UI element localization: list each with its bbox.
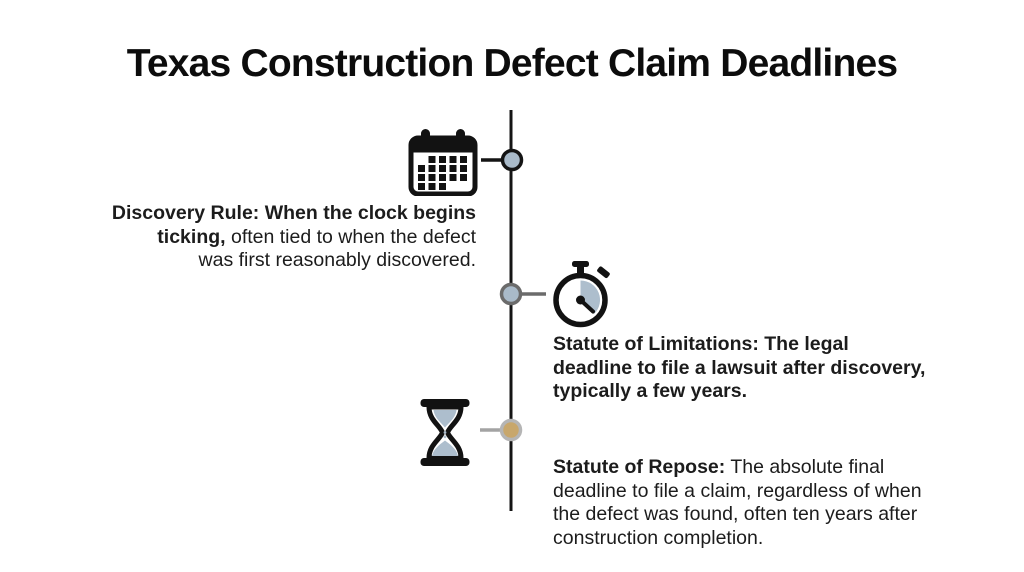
text-regular-segment: was first reasonably discovered. [198,249,476,271]
text-bold-segment: typically a few years. [553,380,748,402]
text-bold-segment: ticking, [157,225,226,248]
text-bold-segment: Statute of Limitations: The legal [553,333,849,355]
timeline-node-discovery-rule [500,148,524,172]
text-line: Statute of Repose: The absolute final [553,456,983,480]
timeline-item-text-statute-of-limitations: Statute of Limitations: The legal deadli… [553,333,973,404]
text-bold-segment: Discovery Rule: When the clock begins [111,202,476,224]
stopwatch-elapsed-sector [580,280,601,314]
timeline-node-statute-of-repose [499,418,523,442]
text-regular-segment: The absolute final [725,456,885,478]
page-title: Texas Construction Defect Claim Deadline… [126,42,898,85]
text-bold-segment: Statute of Repose: [553,456,726,478]
hourglass-sand-bottom [432,440,458,456]
calendar-grid [418,156,467,190]
text-regular-segment: construction completion. [553,526,764,549]
text-line: deadline to file a claim, regardless of … [553,480,983,504]
hourglass-sand-top [433,410,457,428]
text-line: typically a few years. [553,380,973,404]
text-line: deadline to file a lawsuit after discove… [553,357,973,381]
text-regular-segment: the defect was found, often ten years af… [553,503,918,525]
timeline-node-statute-of-limitations [499,282,523,306]
text-regular-segment: often tied to when the defect [225,225,476,248]
text-line: Statute of Limitations: The legal [553,333,973,357]
text-line: ticking, often tied to when the defect [96,226,476,250]
text-line: construction completion. [553,527,983,551]
text-line: the defect was found, often ten years af… [553,503,983,527]
text-bold-segment: deadline to file a lawsuit after discove… [553,356,926,379]
text-line: Discovery Rule: When the clock begins [96,202,476,226]
text-regular-segment: deadline to file a claim, regardless of … [553,479,922,502]
timeline-item-text-statute-of-repose: Statute of Repose: The absolute final de… [553,456,983,550]
calendar-icon [408,129,478,196]
hourglass-icon [420,399,470,466]
stopwatch-icon [553,261,610,328]
timeline-item-text-discovery-rule: Discovery Rule: When the clock begins ti… [96,202,476,273]
text-line: was first reasonably discovered. [96,249,476,273]
